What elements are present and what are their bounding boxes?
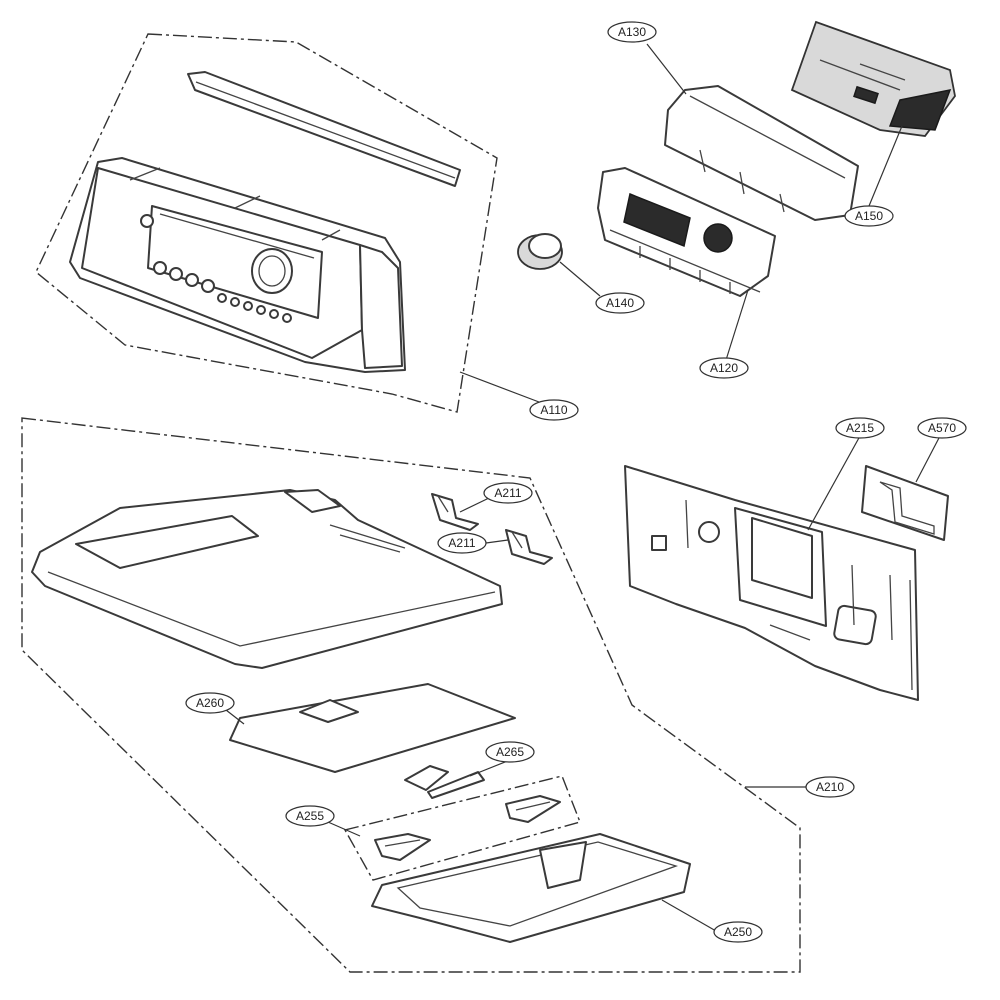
hinge-bracket-upper — [431, 493, 479, 531]
callout-a120: A120 — [699, 357, 749, 379]
callout-a215: A215 — [835, 417, 885, 439]
hinge-bracket-lower — [505, 529, 553, 565]
callout-a250: A250 — [713, 921, 763, 943]
top-cover-group-boundary — [21, 417, 801, 973]
callout-a260: A260 — [185, 692, 235, 714]
callout-a110: A110 — [529, 399, 579, 421]
callout-a211-lower-label: A211 — [448, 536, 475, 550]
callout-a140: A140 — [595, 292, 645, 314]
callout-a150: A150 — [844, 205, 894, 227]
callout-a215-label: A215 — [846, 421, 874, 435]
pcb-cover — [664, 85, 859, 221]
callout-a250-label: A250 — [724, 925, 752, 939]
callout-a130-label: A130 — [618, 25, 646, 39]
callout-a210-label: A210 — [816, 780, 844, 794]
callout-a255-label: A255 — [296, 809, 324, 823]
callout-a140-label: A140 — [606, 296, 634, 310]
callout-a150-label: A150 — [855, 209, 883, 223]
callout-a255: A255 — [285, 805, 335, 827]
lid-latch — [404, 765, 485, 799]
control-panel-housing — [69, 71, 461, 373]
callout-a260-label: A260 — [196, 696, 224, 710]
callout-a130: A130 — [607, 21, 657, 43]
callout-a570: A570 — [917, 417, 967, 439]
callout-a120-label: A120 — [710, 361, 738, 375]
hinge-right — [505, 795, 561, 823]
hinge-subgroup-boundary — [343, 775, 581, 881]
leader-lines — [225, 43, 941, 932]
cover-plate — [861, 465, 949, 541]
callout-a110-label: A110 — [540, 403, 567, 417]
callout-a265-label: A265 — [496, 745, 524, 759]
dispenser-frame — [371, 833, 691, 943]
callout-a211-upper: A211 — [483, 482, 533, 504]
dispenser-lid — [229, 683, 516, 773]
rear-bracket-panel — [624, 465, 919, 701]
main-pcb — [597, 167, 776, 297]
callout-a211-upper-label: A211 — [494, 486, 521, 500]
callout-a211-lower: A211 — [437, 532, 487, 554]
callout-a570-label: A570 — [928, 421, 956, 435]
hinge-left — [374, 833, 431, 861]
pcb-bracket — [790, 20, 956, 137]
callout-a265: A265 — [485, 741, 535, 763]
top-cover — [31, 489, 503, 669]
selector-knob — [517, 233, 563, 270]
callout-a210: A210 — [805, 776, 855, 798]
control-panel-group-boundary — [35, 33, 498, 413]
